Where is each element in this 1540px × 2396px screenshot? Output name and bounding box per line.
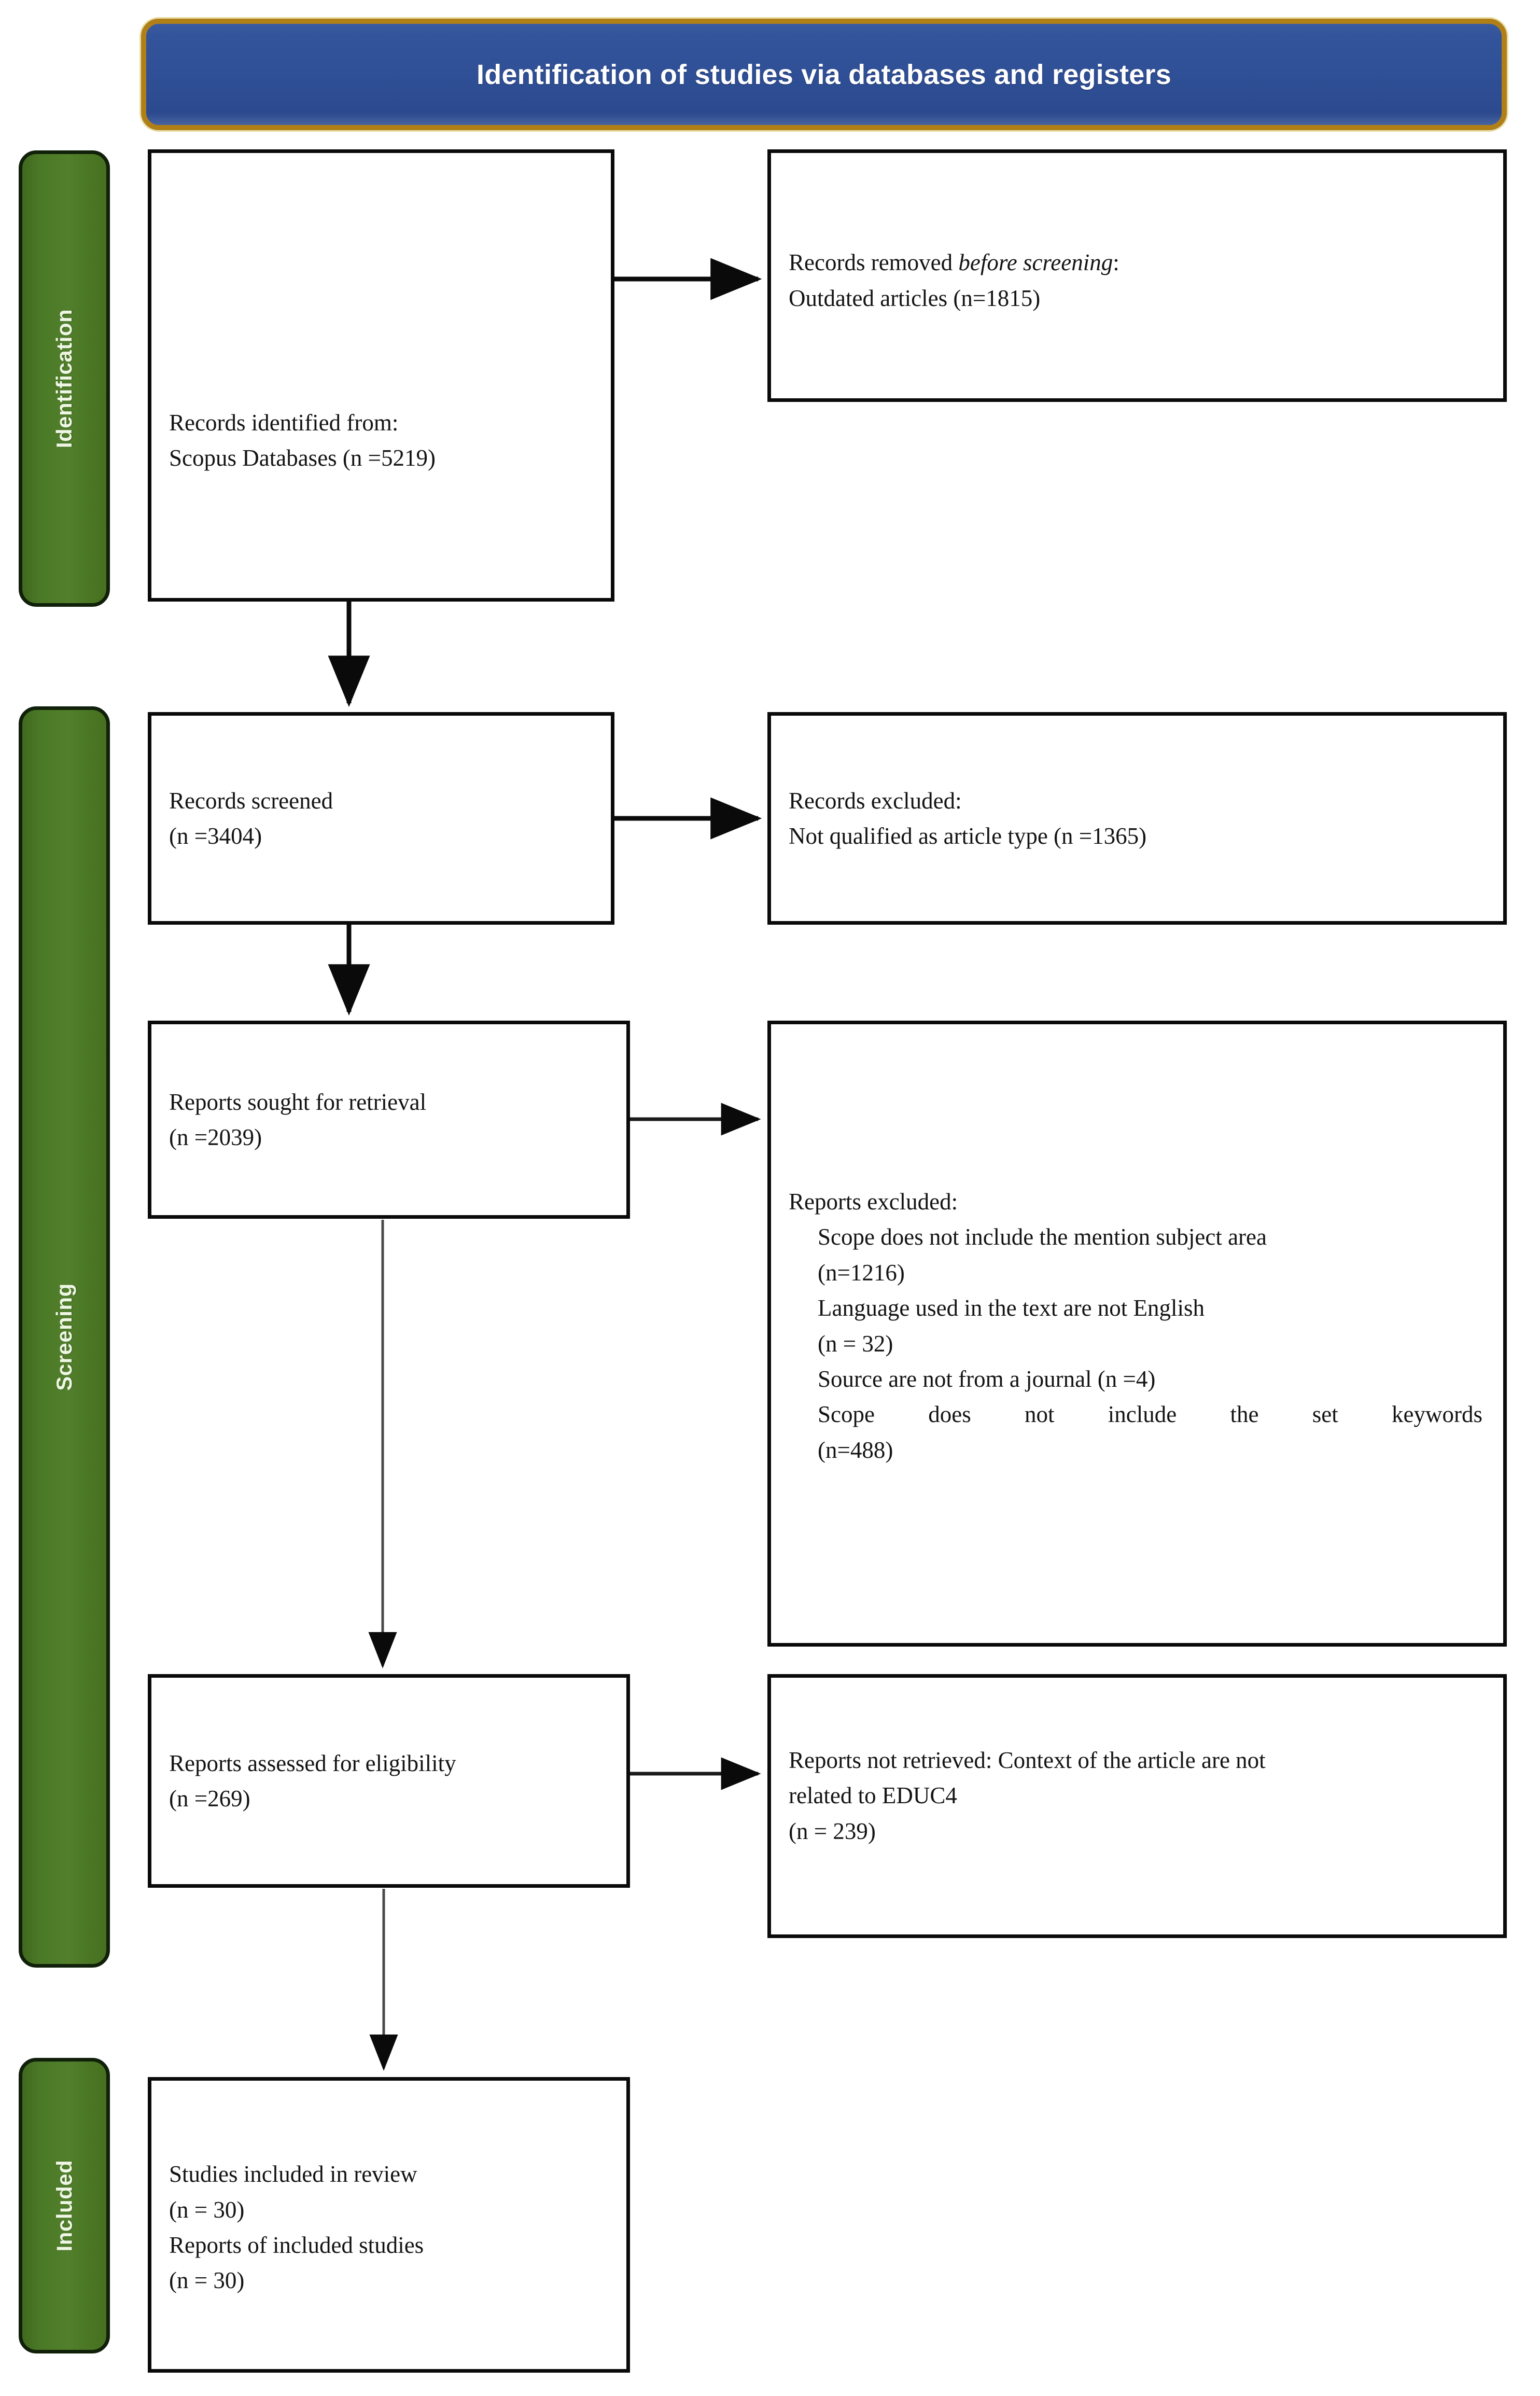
records-excluded-line2: Not qualified as article type (n =1365) xyxy=(789,823,1147,849)
box-records-removed: Records removed before screening: Outdat… xyxy=(767,149,1507,402)
reports-excluded-item-4: Source are not from a journal (n =4) xyxy=(818,1366,1156,1392)
records-screened-line1: Records screened xyxy=(169,787,333,814)
reports-excluded-heading: Reports excluded: xyxy=(789,1188,958,1215)
box-studies-included: Studies included in review (n = 30) Repo… xyxy=(148,2077,630,2373)
box-reports-excluded: Reports excluded: Scope does not include… xyxy=(767,1021,1507,1647)
stage-bar-included: Included xyxy=(19,2058,110,2353)
reports-not-retrieved-line2: related to EDUC4 xyxy=(789,1782,957,1809)
records-removed-emphasis: before screening xyxy=(958,249,1113,276)
reports-assessed-line2: (n =269) xyxy=(169,1786,250,1812)
reports-assessed-line1: Reports assessed for eligibility xyxy=(169,1750,456,1776)
stage-label-screening: Screening xyxy=(52,1283,77,1391)
studies-included-line3: Reports of included studies xyxy=(169,2232,424,2258)
studies-included-line2: (n = 30) xyxy=(169,2196,245,2223)
reports-excluded-item-1: (n=1216) xyxy=(818,1259,905,1286)
studies-included-line4: (n = 30) xyxy=(169,2267,245,2294)
records-removed-line2: Outdated articles (n=1815) xyxy=(789,285,1041,311)
box-records-identified: Records identified from: Scopus Database… xyxy=(148,149,614,602)
reports-sought-line1: Reports sought for retrieval xyxy=(169,1089,427,1115)
reports-excluded-item-5: Scope does not include the set keywords xyxy=(818,1401,1482,1428)
box-reports-not-retrieved: Reports not retrieved: Context of the ar… xyxy=(767,1674,1507,1938)
records-excluded-line1: Records excluded: xyxy=(789,787,962,814)
stage-bar-identification: Identification xyxy=(19,150,110,607)
records-removed-line1: Records removed before screening: xyxy=(771,245,1503,280)
records-identified-line1: Records identified from: xyxy=(169,409,399,436)
box-reports-sought: Reports sought for retrieval (n =2039) xyxy=(148,1021,630,1219)
studies-included-line1: Studies included in review xyxy=(169,2161,417,2188)
box-reports-assessed: Reports assessed for eligibility (n =269… xyxy=(148,1674,630,1888)
reports-excluded-item-3: (n = 32) xyxy=(818,1330,893,1357)
diagram-header-banner: Identification of studies via databases … xyxy=(141,19,1507,130)
stage-label-included: Included xyxy=(52,2160,76,2252)
reports-not-retrieved-line1: Reports not retrieved: Context of the ar… xyxy=(789,1747,1266,1773)
stage-bar-screening: Screening xyxy=(19,706,110,1968)
reports-excluded-item-0: Scope does not include the mention subje… xyxy=(818,1224,1267,1250)
records-removed-suffix: : xyxy=(1113,249,1119,276)
reports-not-retrieved-line3: (n = 239) xyxy=(789,1818,876,1844)
reports-sought-line2: (n =2039) xyxy=(169,1124,262,1150)
records-removed-prefix: Records removed xyxy=(789,249,959,276)
diagram-title: Identification of studies via databases … xyxy=(477,59,1171,90)
stage-label-identification: Identification xyxy=(52,309,76,449)
reports-excluded-item-2: Language used in the text are not Englis… xyxy=(818,1295,1205,1321)
records-screened-line2: (n =3404) xyxy=(169,823,262,849)
box-records-screened: Records screened (n =3404) xyxy=(148,712,614,925)
records-identified-line2: Scopus Databases (n =5219) xyxy=(169,445,436,471)
box-records-excluded: Records excluded: Not qualified as artic… xyxy=(767,712,1507,925)
reports-excluded-item-6: (n=488) xyxy=(818,1437,893,1463)
